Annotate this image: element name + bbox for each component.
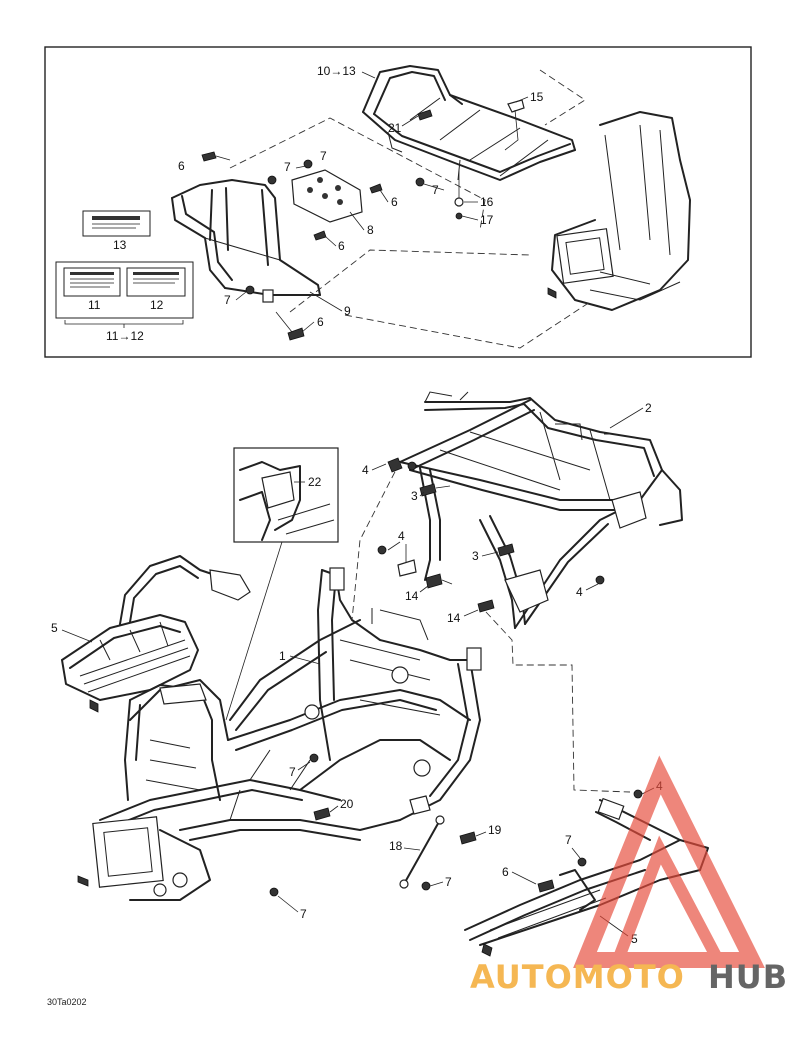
callout-20: 20 <box>340 797 354 811</box>
callout-13: 13 <box>113 238 127 252</box>
main-assembly: 2 4 3 4 3 14 4 14 5 1 7 20 19 18 7 4 7 6 <box>51 391 709 957</box>
callout-6: 6 <box>391 195 398 209</box>
callout-18: 18 <box>389 839 403 853</box>
callout-7: 7 <box>300 907 307 921</box>
callout-7: 7 <box>284 160 291 174</box>
callout-7: 7 <box>224 293 231 307</box>
bracket-plate <box>291 169 363 223</box>
drawing-code: 30Ta0202 <box>47 997 87 1007</box>
decal-11-12-group <box>55 261 194 319</box>
watermark: AUTOMOTO HUB <box>470 755 788 996</box>
callout-16: 16 <box>480 195 494 209</box>
callout-3: 3 <box>411 489 418 503</box>
callout-6: 6 <box>502 865 509 879</box>
callout-1: 1 <box>279 649 286 663</box>
decal-13 <box>82 210 151 237</box>
callout-8: 8 <box>367 223 374 237</box>
callout-10-13: 10→13 <box>317 64 356 78</box>
callout-6: 6 <box>317 315 324 329</box>
callout-7: 7 <box>320 149 327 163</box>
callout-12: 12 <box>150 298 164 312</box>
callout-3: 3 <box>472 549 479 563</box>
callout-2: 2 <box>645 401 652 415</box>
callout-14: 14 <box>447 611 461 625</box>
callout-19: 19 <box>488 823 502 837</box>
detail-panel-22: 22 <box>225 447 339 721</box>
callout-15: 15 <box>530 90 544 104</box>
callout-22: 22 <box>308 475 322 489</box>
callout-4: 4 <box>398 529 405 543</box>
inset-panel: 10→13 15 21 6 7 7 7 16 17 6 8 6 9 7 6 13… <box>44 46 752 358</box>
callout-7: 7 <box>432 183 439 197</box>
rear-subframe <box>399 391 683 629</box>
callout-11-12: 11→12 <box>106 329 144 343</box>
callout-17: 17 <box>480 213 494 227</box>
main-fasteners <box>269 457 643 897</box>
link-rod <box>399 815 445 889</box>
callout-4: 4 <box>576 585 583 599</box>
front-rack <box>61 555 251 713</box>
callout-21: 21 <box>388 121 402 135</box>
callout-4: 4 <box>362 463 369 477</box>
watermark-text-automoto: AUTOMOTO <box>470 958 685 996</box>
callout-7: 7 <box>565 833 572 847</box>
callout-5: 5 <box>51 621 58 635</box>
main-frame <box>99 567 482 841</box>
watermark-text-hub: HUB <box>708 958 788 996</box>
front-bumper <box>171 179 321 303</box>
inset-fasteners <box>201 99 525 341</box>
callout-5: 5 <box>631 932 638 946</box>
callout-7: 7 <box>445 875 452 889</box>
callout-11: 11 <box>88 298 101 312</box>
front-frame-section <box>77 683 221 901</box>
callout-6: 6 <box>338 239 345 253</box>
inset-frame-front <box>547 111 691 311</box>
rear-rack <box>362 65 576 181</box>
callout-6: 6 <box>178 159 185 173</box>
watermark-logo-icon <box>573 755 765 968</box>
callout-9: 9 <box>344 304 351 318</box>
callout-7: 7 <box>289 765 296 779</box>
callout-14: 14 <box>405 589 419 603</box>
